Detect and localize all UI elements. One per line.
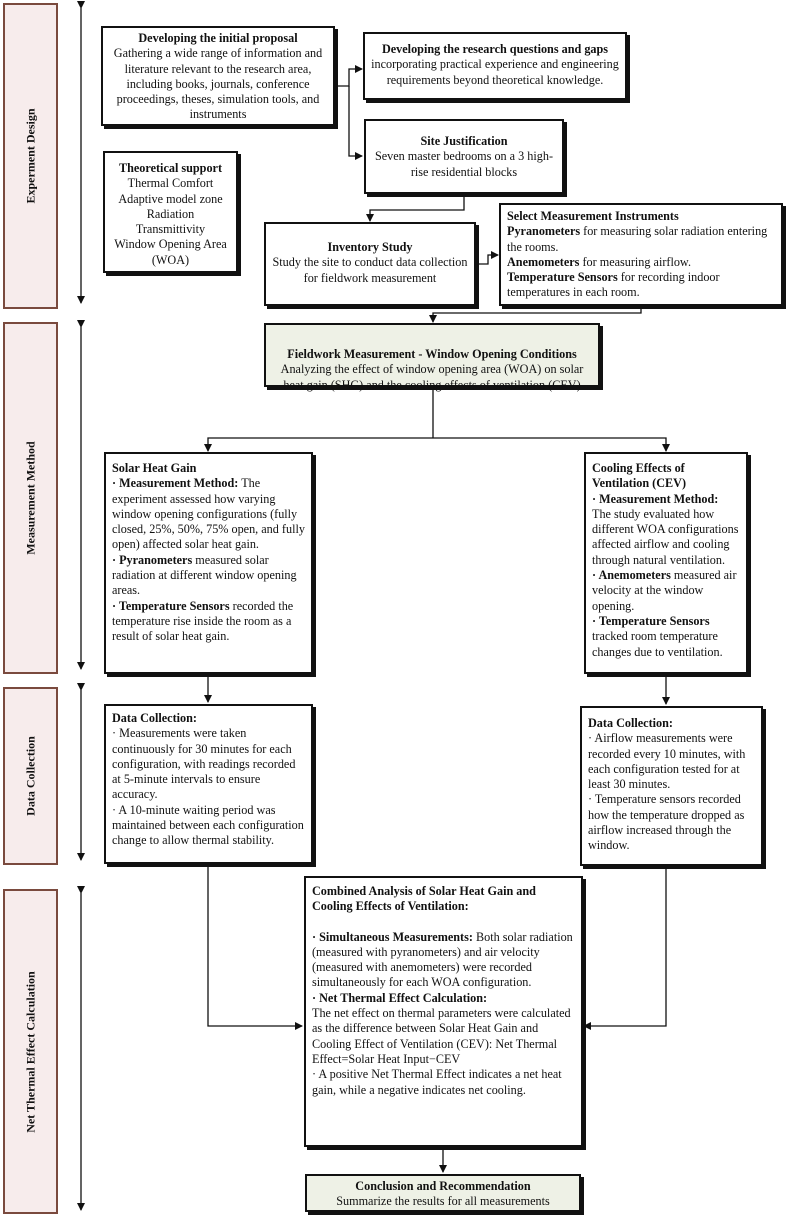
collection-point: · Temperature sensors recorded how the t… bbox=[588, 792, 745, 853]
instrument-text: for measuring solar radiation entering t… bbox=[507, 224, 768, 254]
item-text: The experiment assessed how varying wind… bbox=[112, 476, 305, 552]
arrow-right-combined bbox=[583, 867, 667, 1030]
theory-item: Transmittivity bbox=[135, 222, 206, 237]
box-title: Select Measurement Instruments bbox=[507, 209, 679, 223]
arrow-fieldwork-shg bbox=[204, 437, 433, 452]
arrow-proposal-questions bbox=[336, 65, 363, 87]
cev-anemometers: · Anemometers measured air velocity at t… bbox=[592, 568, 740, 614]
cev-measurement-method: · Measurement Method: The study evaluate… bbox=[592, 492, 740, 568]
box-body: Seven master bedrooms on a 3 high-rise r… bbox=[374, 149, 554, 179]
box-body: Gathering a wide range of information an… bbox=[113, 46, 323, 122]
instrument-label: Temperature Sensors bbox=[507, 270, 618, 285]
combined-net-text: The net effect on thermal parameters wer… bbox=[312, 1006, 571, 1066]
box-body: incorporating practical experience and e… bbox=[371, 57, 619, 87]
theory-item: Thermal Comfort bbox=[127, 176, 214, 191]
arrow-site-inventory bbox=[366, 194, 465, 222]
box-fieldwork-measurement: Fieldwork Measurement - Window Opening C… bbox=[264, 323, 600, 392]
box-measurement-instruments: Select Measurement Instruments Pyranomet… bbox=[499, 203, 783, 306]
box-cooling-effects-ventilation: Cooling Effects of Ventilation (CEV) · M… bbox=[584, 452, 748, 674]
arrow-instruments-fieldwork bbox=[429, 306, 642, 323]
item-label: · Anemometers bbox=[592, 568, 671, 583]
phase-experiment-design: Experment Design bbox=[3, 3, 58, 309]
item-text: tracked room temperature changes due to … bbox=[592, 629, 723, 659]
box-body: Study the site to conduct data collectio… bbox=[272, 255, 468, 285]
item-text: measured solar radiation at different wi… bbox=[112, 552, 297, 598]
combined-simultaneous: · Simultaneous Measurements: Both solar … bbox=[312, 930, 575, 991]
box-title: Data Collection: bbox=[112, 711, 197, 725]
item-text: Both solar radiation (measured with pyra… bbox=[312, 929, 573, 990]
arrow-proposal-site bbox=[348, 86, 363, 160]
box-solar-heat-gain: Solar Heat Gain · Measurement Method: Th… bbox=[104, 452, 313, 674]
phase-net-thermal-effect: Net Thermal Effect Calculation bbox=[3, 889, 58, 1214]
box-title: Conclusion and Recommendation bbox=[355, 1179, 531, 1193]
theory-item: Window Opening Area bbox=[114, 237, 227, 252]
theory-item: Adaptive model zone bbox=[118, 191, 223, 206]
item-text: The study evaluated how different WOA co… bbox=[592, 506, 739, 567]
item-label: · Simultaneous Measurements: bbox=[312, 929, 473, 944]
box-title: Combined Analysis of Solar Heat Gain and… bbox=[312, 884, 536, 914]
instrument-text: for measuring airflow. bbox=[579, 254, 691, 269]
box-conclusion: Conclusion and Recommendation Summarize … bbox=[305, 1174, 581, 1212]
box-research-questions: Developing the research questions and ga… bbox=[363, 32, 627, 100]
arrow-left-combined bbox=[207, 864, 303, 1030]
item-text: measured air velocity at the window open… bbox=[592, 568, 737, 613]
box-theoretical-support: Theoretical support Thermal Comfort Adap… bbox=[103, 151, 238, 273]
arrow-fieldwork-cev bbox=[433, 437, 670, 452]
box-inventory-study: Inventory Study Study the site to conduc… bbox=[264, 222, 476, 306]
box-title: Data Collection: bbox=[588, 716, 673, 730]
shg-temperature-sensors: · Temperature Sensors recorded the tempe… bbox=[112, 599, 305, 645]
instrument-anemometers: Anemometers for measuring airflow. bbox=[507, 255, 775, 270]
collection-point: · Airflow measurements were recorded eve… bbox=[588, 731, 746, 792]
box-title: Solar Heat Gain bbox=[112, 461, 197, 475]
item-text: recorded the temperature rise inside the… bbox=[112, 598, 294, 644]
phase-data-collection: Data Collection bbox=[3, 687, 58, 865]
shg-measurement-method: · Measurement Method: The experiment ass… bbox=[112, 476, 305, 552]
instrument-label: Pyranometers bbox=[507, 224, 581, 239]
theory-item: Radiation bbox=[146, 206, 195, 221]
box-title: Developing the research questions and ga… bbox=[381, 42, 609, 56]
box-site-justification: Site Justification Seven master bedrooms… bbox=[364, 119, 564, 194]
theory-item: (WOA) bbox=[151, 252, 190, 267]
box-title: Site Justification bbox=[420, 134, 508, 148]
instrument-label: Anemometers bbox=[507, 254, 580, 269]
combined-net-label: · Net Thermal Effect Calculation: bbox=[312, 990, 488, 1005]
box-body: Analyzing the effect of window opening a… bbox=[280, 362, 584, 392]
box-initial-proposal: Developing the initial proposal Gatherin… bbox=[101, 26, 335, 126]
combined-positive-note: · A positive Net Thermal Effect indicate… bbox=[312, 1067, 562, 1097]
box-data-collection-shg: Data Collection: · Measurements were tak… bbox=[104, 704, 313, 864]
box-body: Summarize the results for all measuremen… bbox=[336, 1194, 550, 1209]
box-title: Cooling Effects of Ventilation (CEV) bbox=[592, 461, 687, 491]
instrument-temperature-sensors: Temperature Sensors for recording indoor… bbox=[507, 270, 775, 301]
arrow-inventory-instruments bbox=[477, 251, 499, 265]
item-label: · Measurement Method: bbox=[112, 476, 239, 491]
item-label: · Temperature Sensors bbox=[112, 598, 230, 613]
box-data-collection-cev: Data Collection: · Airflow measurements … bbox=[580, 706, 763, 866]
cev-temperature-sensors: · Temperature Sensors tracked room tempe… bbox=[592, 614, 740, 660]
box-title: Fieldwork Measurement - Window Opening C… bbox=[287, 347, 577, 361]
phase-measurement-method: Measurement Method bbox=[3, 322, 58, 674]
box-title: Developing the initial proposal bbox=[138, 31, 298, 45]
box-title: Theoretical support bbox=[118, 161, 223, 175]
shg-pyranometers: · Pyranometers measured solar radiation … bbox=[112, 553, 305, 599]
collection-point: · A 10-minute waiting period was maintai… bbox=[112, 802, 304, 848]
box-combined-analysis: Combined Analysis of Solar Heat Gain and… bbox=[304, 876, 583, 1147]
box-title: Inventory Study bbox=[327, 240, 413, 254]
item-label: · Pyranometers bbox=[112, 552, 193, 567]
collection-point: · Measurements were taken continuously f… bbox=[112, 726, 296, 802]
instrument-text: for recording indoor temperatures in eac… bbox=[507, 270, 720, 300]
item-label: · Measurement Method: bbox=[592, 491, 719, 506]
instrument-pyranometers: Pyranometers for measuring solar radiati… bbox=[507, 224, 775, 255]
item-label: · Temperature Sensors bbox=[592, 613, 710, 628]
